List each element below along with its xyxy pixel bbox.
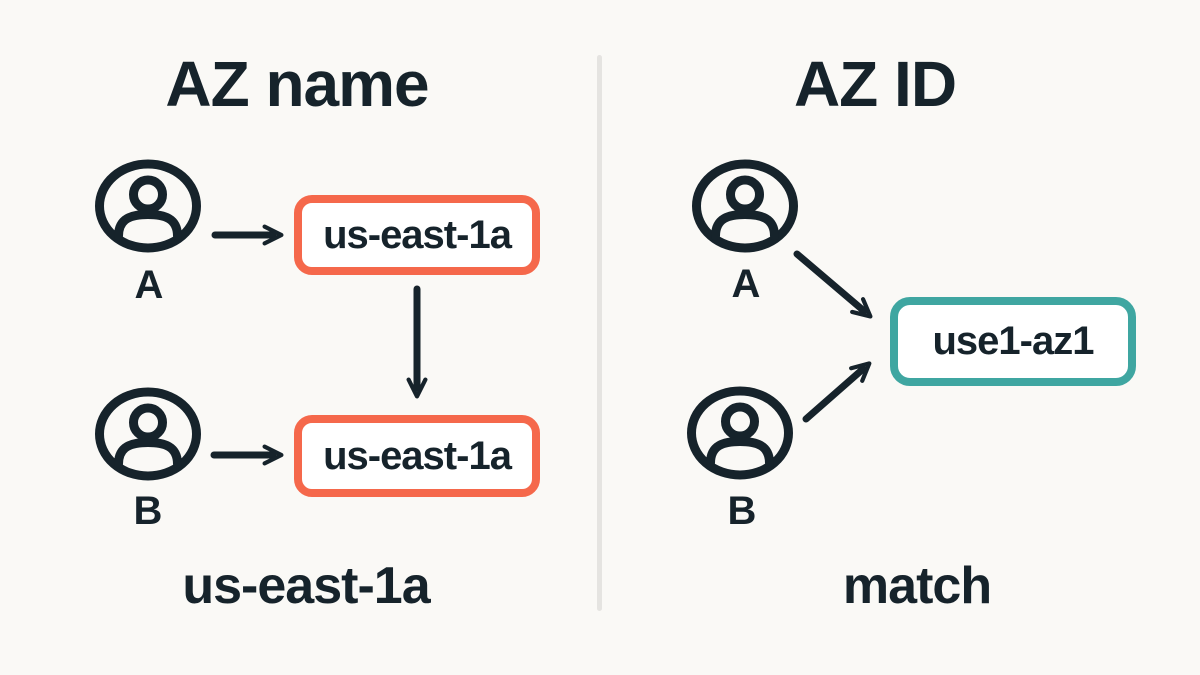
user-a-label: A xyxy=(134,263,164,307)
user-b-label: B xyxy=(727,489,757,533)
az-id-box-text: use1-az1 xyxy=(932,319,1095,363)
left-panel-title: AZ name xyxy=(165,48,429,120)
user-a-icon xyxy=(692,159,798,253)
user-a-icon xyxy=(95,159,201,253)
right-panel-title: AZ ID xyxy=(793,48,957,120)
az-name-box-a: us-east-1a xyxy=(294,195,540,275)
left-panel: AZ name A us-east-1a B us-east-1a us-eas… xyxy=(95,48,540,615)
user-a-label: A xyxy=(731,262,761,306)
user-b-icon xyxy=(687,386,793,480)
user-b-label: B xyxy=(133,489,163,533)
left-caption: us-east-1a xyxy=(182,557,430,615)
right-panel: AZ ID A use1-az1 B match xyxy=(600,0,1200,675)
user-b-icon xyxy=(95,387,201,481)
az-id-box: use1-az1 xyxy=(890,297,1136,386)
az-name-box-b-text: us-east-1a xyxy=(323,433,512,478)
panel-divider xyxy=(597,55,602,611)
right-caption: match xyxy=(842,557,992,615)
az-name-box-b: us-east-1a xyxy=(294,415,540,497)
az-name-box-a-text: us-east-1a xyxy=(323,212,512,257)
